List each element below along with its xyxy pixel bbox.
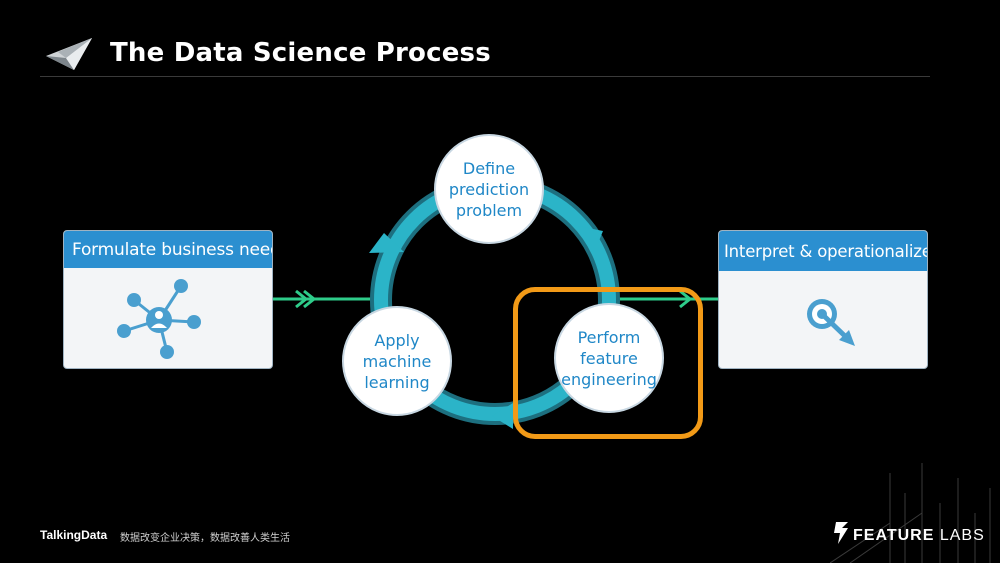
cycle-arrow-bottom	[492, 403, 513, 429]
cycle-arrow-top-right	[578, 226, 603, 253]
node-perform-feature-engineering: Perform feature engineering	[554, 303, 664, 413]
highlight-box	[513, 287, 703, 439]
node-apply-machine-learning: Apply machine learning	[342, 306, 452, 416]
network-person-icon	[117, 279, 201, 359]
card-formulate-business-need: Formulate business need	[63, 230, 273, 369]
node-label: Define prediction problem	[448, 158, 530, 220]
partner-name-light: LABS	[934, 527, 985, 544]
footer-slogan: 数据改变企业决策，数据改善人类生活	[120, 533, 290, 544]
origami-logo-icon	[46, 38, 92, 70]
cycle-arrow-left	[369, 233, 404, 253]
decorative-lines	[830, 463, 991, 563]
partner-name-bold: FEATURE	[853, 527, 935, 544]
node-label: Apply machine learning	[362, 330, 432, 392]
footer-brand: TalkingData	[40, 528, 108, 542]
card-interpret-operationalize: Interpret & operationalize	[718, 230, 928, 369]
card-title: Formulate business need	[64, 231, 272, 268]
node-label: Perform feature engineering	[561, 327, 657, 389]
node-define-prediction-problem: Define prediction problem	[434, 134, 544, 244]
feature-labs-mark-icon	[834, 522, 848, 544]
slide-title: The Data Science Process	[110, 38, 491, 68]
target-arrow-icon	[807, 299, 855, 346]
card-title: Interpret & operationalize	[719, 231, 927, 271]
connector-left-arrow	[295, 289, 317, 309]
title-divider	[40, 76, 930, 77]
feature-labs-logo: FEATURE LABS	[832, 520, 985, 546]
